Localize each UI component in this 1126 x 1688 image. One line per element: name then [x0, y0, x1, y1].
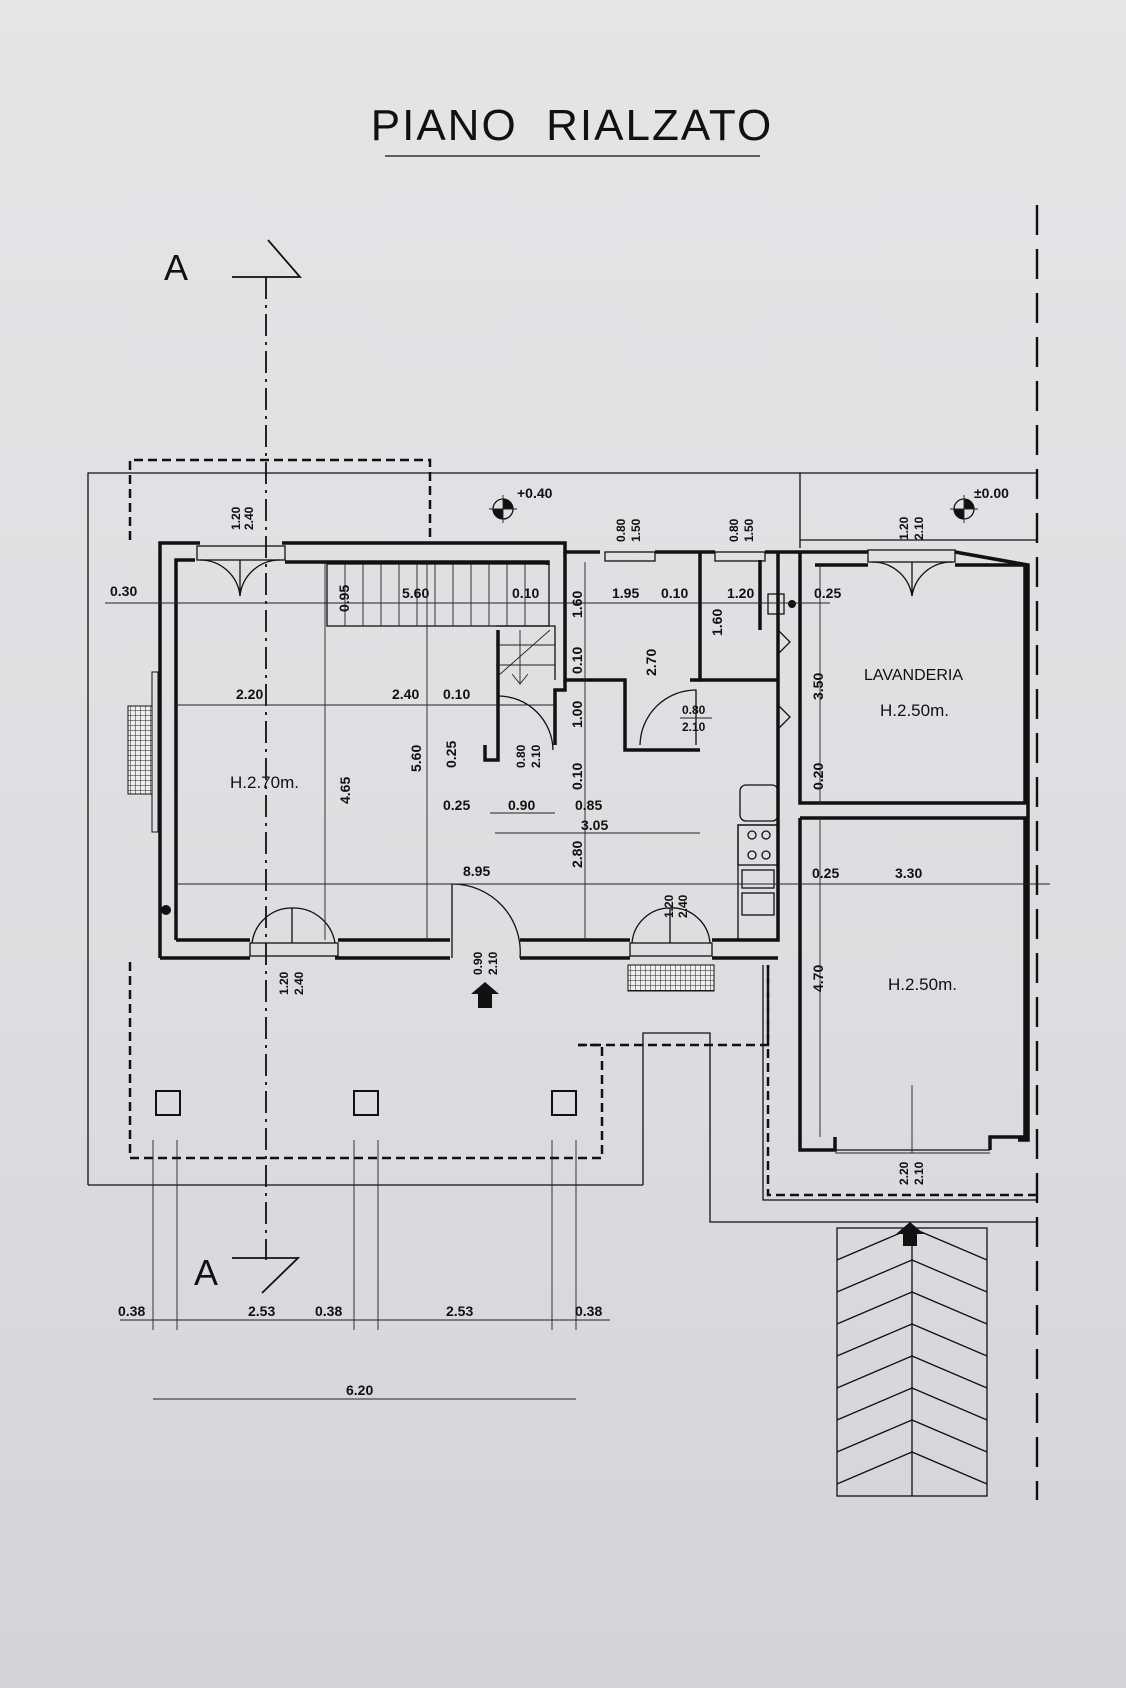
- svg-text:2.10: 2.10: [529, 744, 543, 768]
- section-line-a: A A: [164, 239, 302, 1294]
- level-upper-text: +0.40: [517, 485, 553, 501]
- svg-text:0.10: 0.10: [512, 585, 539, 601]
- level-marker-upper: +0.40: [489, 485, 553, 523]
- svg-text:2.53: 2.53: [446, 1303, 473, 1319]
- svg-text:2.70: 2.70: [643, 649, 659, 676]
- drawing-title: PIANO RIALZATO: [371, 101, 773, 150]
- svg-text:3.30: 3.30: [895, 865, 922, 881]
- svg-text:0.30: 0.30: [110, 583, 137, 599]
- svg-text:2.10: 2.10: [682, 720, 706, 734]
- svg-text:0.80: 0.80: [614, 518, 628, 542]
- svg-text:6.20: 6.20: [346, 1382, 373, 1398]
- svg-text:0.25: 0.25: [812, 865, 839, 881]
- dimension-lines: [105, 562, 1050, 1400]
- fireplace-hatch: [127, 671, 159, 833]
- svg-text:1.00: 1.00: [569, 701, 585, 728]
- svg-text:2.80: 2.80: [569, 841, 585, 868]
- garage-laundry-walls: [798, 552, 1027, 1154]
- svg-text:2.10: 2.10: [486, 951, 500, 975]
- svg-text:0.38: 0.38: [118, 1303, 145, 1319]
- svg-text:1.20: 1.20: [662, 894, 676, 918]
- svg-text:0.90: 0.90: [508, 797, 535, 813]
- laundry-room-name: LAVANDERIA: [864, 667, 963, 684]
- portico-columns: [155, 1090, 577, 1116]
- svg-text:2.40: 2.40: [676, 894, 690, 918]
- svg-text:1.95: 1.95: [612, 585, 639, 601]
- svg-text:2.20: 2.20: [236, 686, 263, 702]
- svg-text:0.20: 0.20: [810, 763, 826, 790]
- svg-text:2.20: 2.20: [897, 1161, 911, 1185]
- svg-text:0.10: 0.10: [443, 686, 470, 702]
- svg-text:3.50: 3.50: [810, 673, 826, 700]
- svg-text:0.10: 0.10: [569, 763, 585, 790]
- level-ground-text: ±0.00: [974, 485, 1009, 501]
- svg-text:2.10: 2.10: [912, 516, 926, 540]
- svg-text:1.20: 1.20: [229, 506, 243, 530]
- svg-text:1.20: 1.20: [727, 585, 754, 601]
- svg-text:0.25: 0.25: [814, 585, 841, 601]
- opening-size-labels: 1.20 2.40 0.80 1.50 0.80 1.50 1.20 2.10 …: [229, 506, 926, 1185]
- driveway-paving: [836, 1227, 988, 1497]
- svg-text:5.60: 5.60: [408, 745, 424, 772]
- site-outline: [87, 472, 1037, 1223]
- windows-doors: [161, 545, 956, 959]
- svg-text:0.80: 0.80: [514, 744, 528, 768]
- entry-arrow-icon: [471, 982, 499, 1008]
- svg-text:2.40: 2.40: [292, 971, 306, 995]
- svg-text:2.53: 2.53: [248, 1303, 275, 1319]
- svg-text:4.70: 4.70: [810, 965, 826, 992]
- svg-text:0.25: 0.25: [443, 797, 470, 813]
- svg-text:0.80: 0.80: [682, 703, 706, 717]
- svg-text:1.60: 1.60: [709, 609, 725, 636]
- svg-text:0.10: 0.10: [661, 585, 688, 601]
- svg-text:0.80: 0.80: [727, 518, 741, 542]
- section-marker-bottom: A: [194, 1252, 218, 1293]
- column-marker-icon: [161, 905, 171, 915]
- portico-dashed: [128, 962, 1037, 1197]
- svg-text:5.60: 5.60: [402, 585, 429, 601]
- svg-text:4.65: 4.65: [337, 777, 353, 804]
- balcony-dashed: [128, 458, 432, 540]
- level-marker-ground: ±0.00: [950, 485, 1009, 523]
- svg-text:2.40: 2.40: [392, 686, 419, 702]
- garage-entry-arrow-icon: [896, 1222, 924, 1246]
- svg-text:1.20: 1.20: [897, 516, 911, 540]
- exterior-walls: [158, 541, 1030, 1142]
- svg-text:2.40: 2.40: [242, 506, 256, 530]
- staircase: [326, 563, 556, 685]
- svg-text:2.10: 2.10: [912, 1161, 926, 1185]
- svg-text:1.60: 1.60: [569, 591, 585, 618]
- svg-text:0.38: 0.38: [315, 1303, 342, 1319]
- svg-text:1.50: 1.50: [742, 518, 756, 542]
- interior-walls: [483, 552, 778, 762]
- entrance-mat-hatch: [627, 964, 715, 992]
- laundry-room-height: H.2.50m.: [880, 701, 949, 720]
- svg-text:8.95: 8.95: [463, 863, 490, 879]
- svg-text:1.20: 1.20: [277, 971, 291, 995]
- section-marker-top: A: [164, 247, 188, 288]
- svg-text:0.95: 0.95: [336, 585, 352, 612]
- svg-text:1.50: 1.50: [629, 518, 643, 542]
- svg-text:0.10: 0.10: [569, 647, 585, 674]
- living-room-height: H.2.70m.: [230, 773, 299, 792]
- svg-text:3.05: 3.05: [581, 817, 608, 833]
- garage-height: H.2.50m.: [888, 975, 957, 994]
- svg-text:0.25: 0.25: [443, 741, 459, 768]
- dimension-labels: 0.30 0.95 5.60 0.10 1.60 1.95 0.10 1.20 …: [110, 583, 922, 1398]
- svg-text:0.85: 0.85: [575, 797, 602, 813]
- svg-text:0.90: 0.90: [471, 951, 485, 975]
- svg-text:0.38: 0.38: [575, 1303, 602, 1319]
